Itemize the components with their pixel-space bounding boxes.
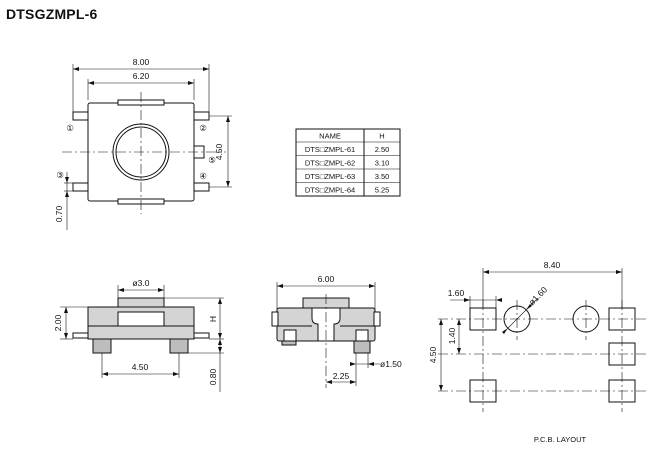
pin-4-label: ④ bbox=[199, 171, 207, 181]
pin-2-label: ② bbox=[199, 123, 207, 133]
front-view: 6.00 2.25 ø1.50 bbox=[271, 274, 402, 388]
table-row-h: 5.25 bbox=[375, 186, 390, 195]
table-row-h: 3.50 bbox=[375, 172, 390, 181]
dim-8-40: 8.40 bbox=[544, 260, 561, 270]
pin-5-label: ⑤ bbox=[208, 155, 216, 165]
table-row-name: DTS□ZMPL-64 bbox=[305, 186, 355, 195]
pcb-layout-caption: P.C.B. LAYOUT bbox=[534, 435, 587, 444]
dim-2-25: 2.25 bbox=[333, 371, 350, 381]
table-row-h: 3.10 bbox=[375, 159, 390, 168]
dim-phi-1-60: ø1.60 bbox=[527, 284, 550, 307]
table-header-name: NAME bbox=[319, 132, 341, 141]
table-row-h: 2.50 bbox=[375, 145, 390, 154]
table-row-name: DTS□ZMPL-61 bbox=[305, 145, 355, 154]
dim-8-00: 8.00 bbox=[133, 57, 150, 67]
table-row-name: DTS□ZMPL-62 bbox=[305, 159, 355, 168]
top-view: 8.00 6.20 4.50 ① ② ③ bbox=[54, 57, 232, 230]
dim-2-00: 2.00 bbox=[53, 314, 63, 331]
dim-0-70: 0.70 bbox=[54, 205, 64, 222]
side-view: ø3.0 2.00 H 0.80 bbox=[53, 278, 224, 392]
dim-6-00: 6.00 bbox=[318, 274, 335, 284]
dim-4-50-top: 4.50 bbox=[214, 143, 224, 160]
table-header-h: H bbox=[379, 132, 384, 141]
dim-phi-3-0: ø3.0 bbox=[132, 278, 149, 288]
table-row-name: DTS□ZMPL-63 bbox=[305, 172, 355, 181]
dim-0-80: 0.80 bbox=[208, 368, 218, 385]
drawing-title: DTSGZMPL-6 bbox=[6, 6, 98, 22]
dim-1-60: 1.60 bbox=[448, 288, 465, 298]
dim-h: H bbox=[208, 316, 218, 322]
pin-3-label: ③ bbox=[56, 170, 64, 180]
model-height-table: NAME H DTS□ZMPL-61 2.50 DTS□ZMPL-62 3.10… bbox=[295, 128, 401, 197]
dim-6-20: 6.20 bbox=[133, 71, 150, 81]
dim-phi-1-50: ø1.50 bbox=[380, 359, 402, 369]
dim-4-50-pcb: 4.50 bbox=[428, 346, 438, 363]
dim-4-50-side: 4.50 bbox=[132, 362, 149, 372]
pcb-layout: 8.40 1.60 ø1.60 1.40 bbox=[428, 260, 648, 444]
dim-1-40: 1.40 bbox=[447, 327, 457, 344]
pin-1-label: ① bbox=[66, 123, 74, 133]
